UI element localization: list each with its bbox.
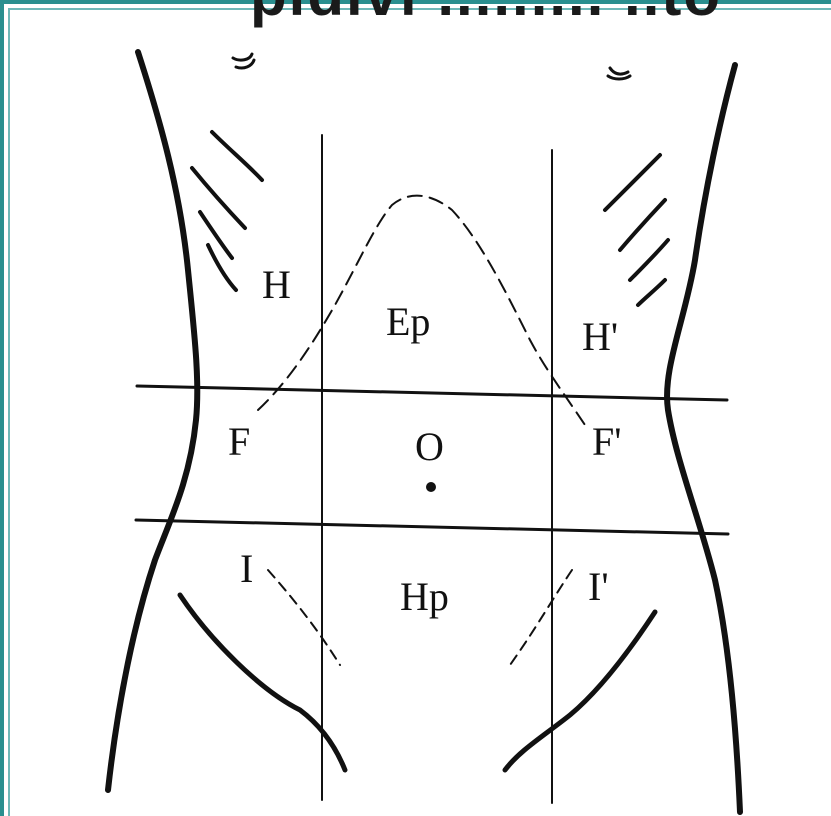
region-label-I-prime: I' (588, 564, 609, 609)
region-label-O: O (415, 424, 444, 469)
region-label-H: H (262, 262, 291, 307)
region-label-Hp: Hp (400, 574, 449, 619)
right-rib-2 (620, 200, 665, 250)
left-rib-1 (212, 132, 262, 180)
left-inguinal-dashed (268, 570, 340, 665)
right-rib-3 (630, 240, 668, 280)
upper-horizontal-line (137, 386, 727, 400)
right-groin-curve (505, 612, 655, 770)
left-rib-3 (200, 212, 232, 258)
umbilicus-dot (426, 482, 436, 492)
torso-right-outline (667, 65, 740, 812)
region-label-H-prime: H' (582, 314, 618, 359)
right-nipple (608, 68, 630, 79)
right-inguinal-dashed (510, 570, 572, 665)
lower-horizontal-line (136, 520, 728, 534)
torso-left-outline (108, 52, 197, 790)
region-label-Ep: Ep (386, 299, 430, 344)
right-rib-4 (638, 280, 665, 305)
right-rib-1 (605, 155, 660, 210)
region-label-I: I (240, 546, 253, 591)
region-label-F-prime: F' (592, 419, 621, 464)
left-nipple (233, 54, 254, 68)
left-rib-2 (192, 168, 245, 228)
left-rib-4 (208, 245, 236, 290)
region-label-F: F (228, 419, 250, 464)
left-groin-curve (180, 595, 345, 770)
